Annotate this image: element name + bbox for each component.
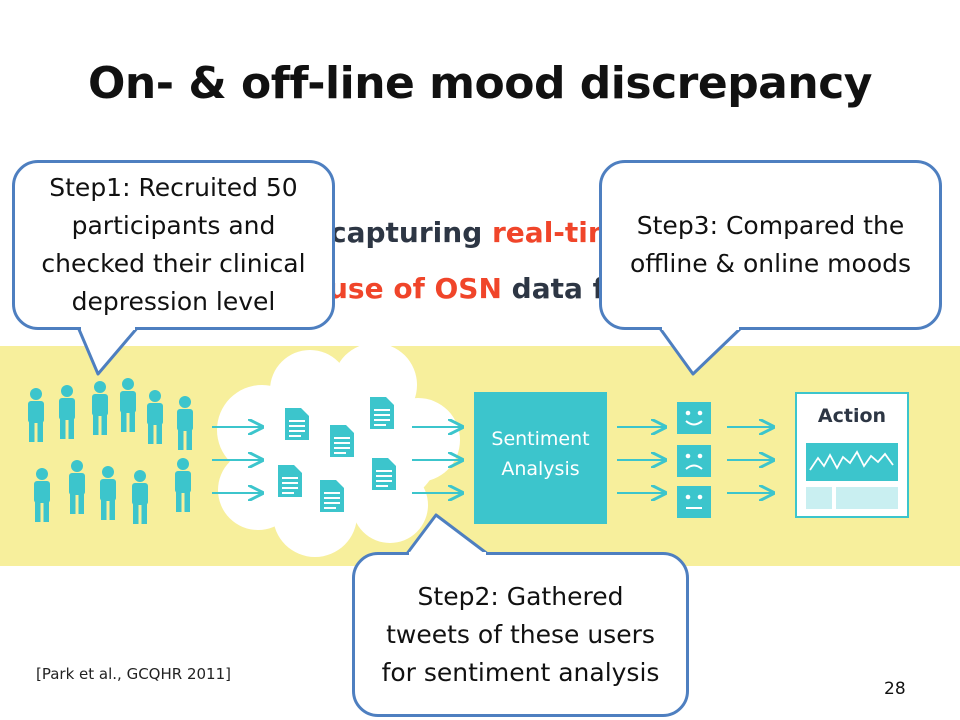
document-icon: [370, 397, 394, 429]
participants-group: [28, 378, 193, 524]
sentiment-analysis-label: Sentiment Analysis: [491, 428, 590, 480]
person-icon: [132, 470, 148, 524]
step3-callout-tail: [657, 325, 744, 376]
step2-callout-tail: [404, 513, 490, 557]
citation: [Park et al., GCQHR 2011]: [36, 665, 231, 683]
person-icon: [175, 458, 191, 512]
step2-callout: Step2: Gathered tweets of these users fo…: [352, 552, 689, 717]
person-icon: [92, 381, 108, 435]
mood-faces: [677, 402, 711, 518]
step1-callout: Step1: Recruited 50 participants and che…: [12, 160, 335, 330]
person-icon: [177, 396, 193, 450]
person-icon: [69, 460, 85, 514]
happy-face-icon: [677, 402, 711, 434]
slide-title: On- & off-line mood discrepancy: [88, 58, 872, 109]
person-icon: [120, 378, 136, 432]
sad-face-icon: [677, 445, 711, 477]
document-icon: [285, 408, 309, 440]
person-icon: [100, 466, 116, 520]
arrows-to-cloud: [212, 427, 773, 493]
document-icon: [320, 480, 344, 512]
step1-callout-tail: [76, 326, 140, 376]
action-panel: [795, 392, 909, 518]
person-icon: [59, 385, 75, 439]
document-icon: [372, 458, 396, 490]
neutral-face-icon: [677, 486, 711, 518]
person-icon: [34, 468, 50, 522]
action-label: Action: [817, 405, 887, 427]
person-icon: [147, 390, 163, 444]
document-icon: [330, 425, 354, 457]
sentiment-analysis-box: [474, 392, 607, 524]
step3-callout: Step3: Compared the offline & online moo…: [599, 160, 942, 330]
document-icon: [278, 465, 302, 497]
page-number: 28: [884, 679, 906, 699]
person-icon: [28, 388, 44, 442]
